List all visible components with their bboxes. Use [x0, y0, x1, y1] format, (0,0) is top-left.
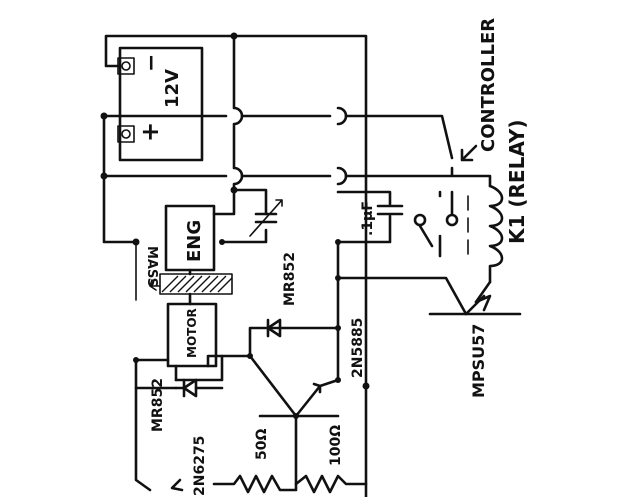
- relay-coil: [474, 184, 504, 304]
- mass-coupling: [135, 241, 233, 306]
- transistor-2n5885-label: 2N5885: [350, 318, 366, 378]
- transistor-mpsu57: [336, 276, 522, 316]
- relay-supply-rail: [102, 166, 492, 188]
- transistor-2n6275-label: 2N6275: [192, 436, 208, 496]
- diode-left-label: MR852: [150, 378, 166, 432]
- transistor-mpsu57-label: MPSU57: [469, 324, 488, 398]
- controller-label: CONTROLLER: [478, 18, 499, 152]
- battery-plus-terminal: [117, 125, 135, 143]
- resistor-100ohm: [294, 474, 368, 494]
- capacitor-01uF: [336, 190, 404, 244]
- engine-label: ENG: [184, 220, 205, 262]
- diode-top-label: MR852: [282, 252, 298, 306]
- ground-wiring: [102, 34, 368, 497]
- relay-label: K1 (RELAY): [505, 119, 529, 244]
- resistor-100-label: 100Ω: [328, 425, 344, 466]
- motor-label: MOTOR: [185, 308, 199, 358]
- transistor-2n6275: [134, 386, 184, 492]
- battery-voltage-label: 12V: [162, 69, 183, 108]
- crossover-hops: [232, 34, 348, 192]
- battery-plus-label: +: [136, 122, 164, 142]
- junction-dots: [100, 32, 370, 419]
- mass-label: MASS: [144, 246, 159, 287]
- capacitor-label: .1µF: [360, 201, 376, 236]
- battery: [117, 46, 204, 162]
- diode-mr852-top: [248, 318, 341, 358]
- transistor-2n5885: [248, 239, 341, 418]
- battery-minus-label: −: [139, 54, 164, 72]
- resistor-50-label: 50Ω: [254, 429, 270, 460]
- motor: [166, 302, 252, 382]
- battery-body: [118, 46, 204, 162]
- positive-rail: [102, 114, 454, 160]
- controller-arrow: [460, 144, 478, 162]
- resistor-50ohm: [212, 414, 298, 494]
- relay-contact: [413, 190, 459, 258]
